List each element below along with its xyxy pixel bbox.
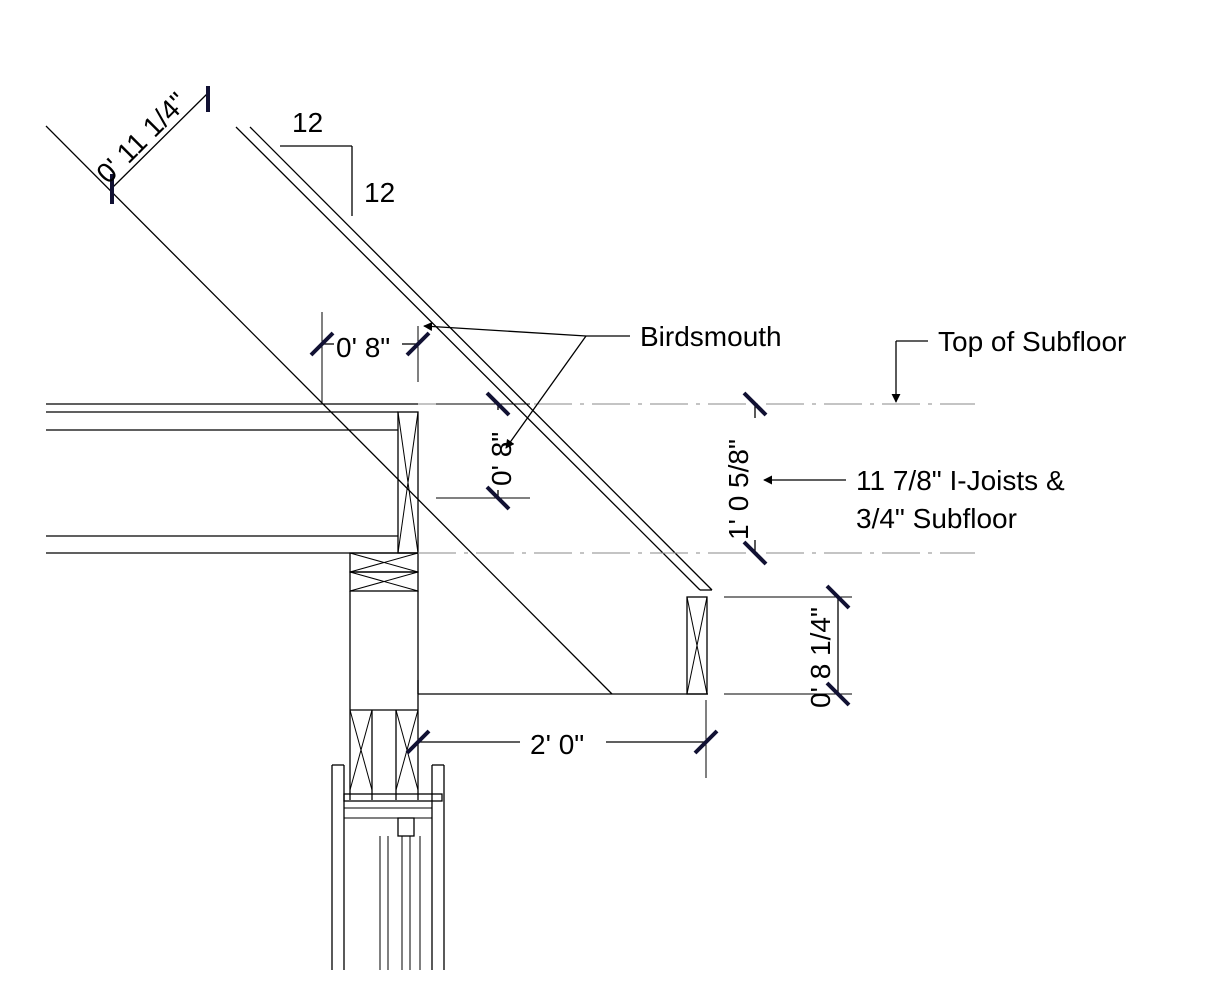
birdsmouth-callout-label: Birdsmouth xyxy=(640,321,782,352)
soffit-and-fascia xyxy=(417,596,708,695)
floor-depth-label: 1' 0 5/8" xyxy=(723,439,754,540)
birdsmouth-horizontal-label: 0' 8" xyxy=(336,332,390,363)
pitch-rise-label: 12 xyxy=(364,177,395,208)
floor-system-label-line1: 11 7/8" I-Joists & xyxy=(856,465,1065,496)
fascia-height-dimension: 0' 8 1/4" xyxy=(724,584,852,708)
birdsmouth-horizontal-dimension: 0' 8" xyxy=(309,312,431,404)
birdsmouth-callout: Birdsmouth xyxy=(423,321,782,449)
floor-system-label-line2: 3/4" Subfloor xyxy=(856,503,1017,534)
overhang-dimension: 2' 0" xyxy=(405,700,719,778)
floor-system xyxy=(46,403,419,554)
top-of-subfloor-callout: Top of Subfloor xyxy=(891,326,1126,403)
birdsmouth-vertical-dimension: 0' 8" xyxy=(436,391,530,511)
top-of-subfloor-label: Top of Subfloor xyxy=(938,326,1126,357)
floor-depth-dimension: 1' 0 5/8" xyxy=(723,391,768,566)
rafter-depth-dimension: 0' 11 1/4" xyxy=(90,86,210,204)
pitch-run-label: 12 xyxy=(292,107,323,138)
floor-system-callout: 11 7/8" I-Joists & 3/4" Subfloor xyxy=(763,465,1065,534)
fascia-height-label: 0' 8 1/4" xyxy=(805,607,836,708)
overhang-label: 2' 0" xyxy=(530,729,584,760)
wall-framing xyxy=(331,552,445,970)
rafter xyxy=(45,125,713,695)
rafter-depth-label: 0' 11 1/4" xyxy=(90,86,193,189)
pitch-symbol: 12 12 xyxy=(280,107,395,216)
